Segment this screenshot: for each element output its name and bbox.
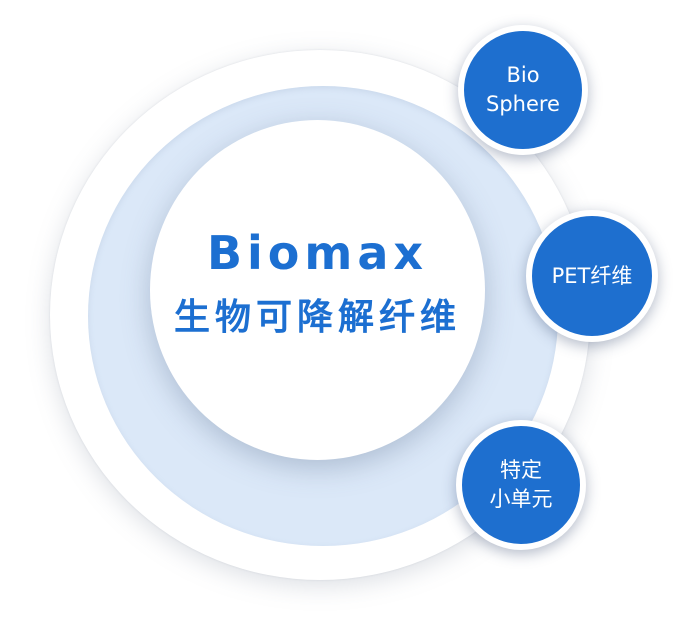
core-subtitle: 生物可降解纤维 [173,297,461,338]
satellite-label: PET纤维 [551,263,633,288]
satellite-label: 特定 小单元 [489,458,553,511]
satellite-label: Bio Sphere [486,63,560,116]
satellite-specific-small-unit: 特定 小单元 [456,420,586,550]
satellite-bio-sphere: Bio Sphere [458,25,588,155]
central-disc [150,120,485,460]
satellite-pet-fiber: PET纤维 [526,210,658,342]
core-title: Biomax [206,226,429,280]
